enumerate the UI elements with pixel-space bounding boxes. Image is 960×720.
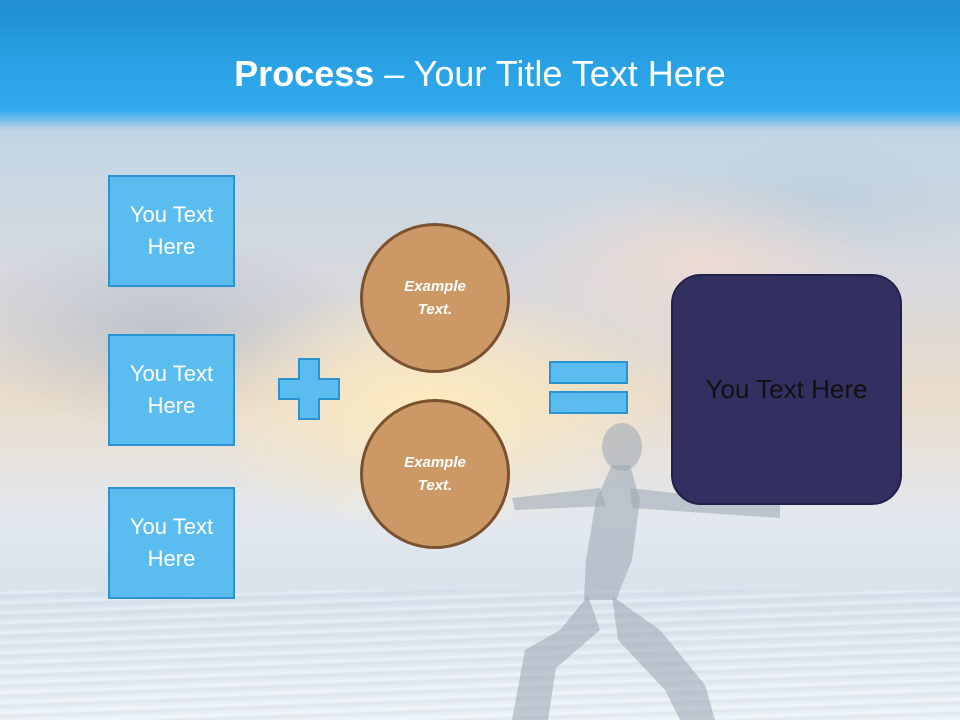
left-text-box-label: You Text Here	[129, 361, 214, 418]
example-circle-label: Example Text.	[404, 278, 466, 318]
equals-icon	[549, 361, 628, 414]
left-text-box-1[interactable]: You Text Here	[108, 175, 235, 287]
title-bold: Process	[234, 53, 375, 94]
title-rest: – Your Title Text Here	[374, 53, 726, 94]
left-text-box-3[interactable]: You Text Here	[108, 487, 235, 599]
plus-icon	[278, 358, 340, 420]
left-text-box-label: You Text Here	[129, 202, 214, 259]
example-circle-label: Example Text.	[404, 454, 466, 494]
sea-background	[0, 590, 960, 720]
example-circle-2[interactable]: Example Text.	[360, 399, 510, 549]
result-text-box-label: You Text Here	[705, 374, 868, 404]
left-text-box-2[interactable]: You Text Here	[108, 334, 235, 446]
slide-title: Process – Your Title Text Here	[0, 52, 960, 96]
example-circle-1[interactable]: Example Text.	[360, 223, 510, 373]
result-text-box[interactable]: You Text Here	[671, 274, 902, 505]
title-bar	[0, 0, 960, 130]
left-text-box-label: You Text Here	[129, 514, 214, 571]
